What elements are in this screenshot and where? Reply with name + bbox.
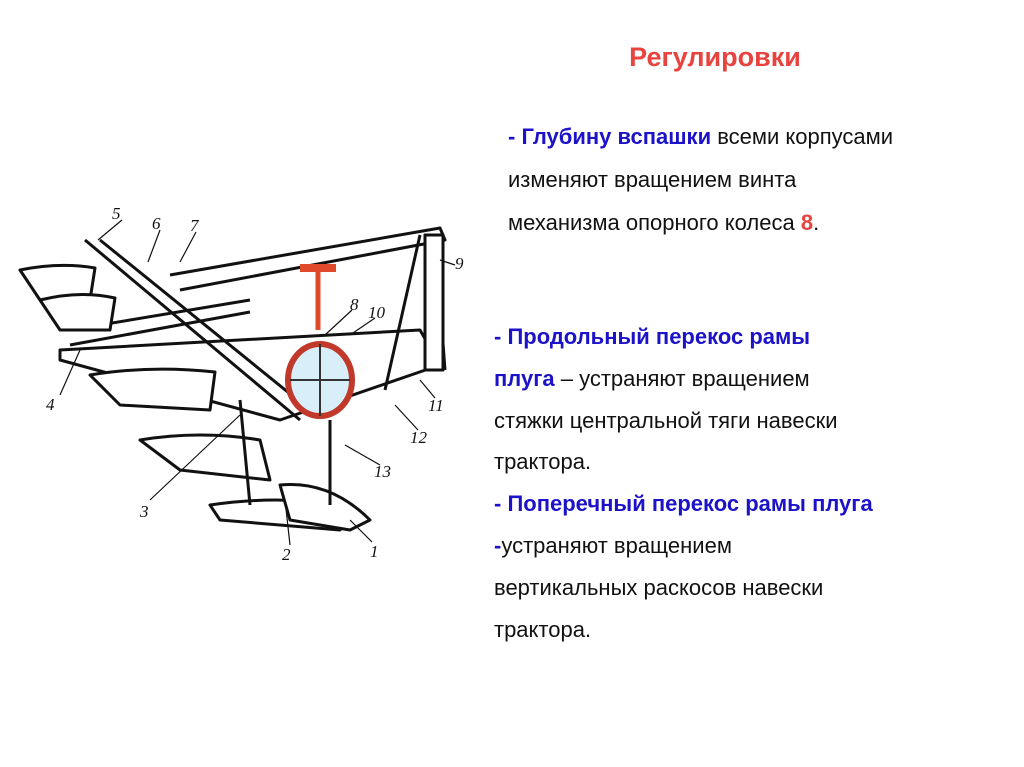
label-9: 9 (455, 254, 464, 273)
label-3: 3 (139, 502, 149, 521)
label-11: 11 (428, 396, 444, 415)
text: . (813, 210, 820, 235)
label-12: 12 (410, 428, 428, 447)
ref-number: 8 (800, 210, 814, 235)
part-labels: 1 2 3 4 5 6 7 8 9 10 11 12 13 (46, 204, 464, 564)
text: – устраняют вращением (554, 365, 810, 391)
label-6: 6 (152, 214, 161, 233)
text: механизма опорного колеса (508, 210, 801, 235)
text: устраняют вращением (501, 532, 732, 558)
text: стяжки центральной тяги навески (494, 407, 838, 433)
plow-frame (18, 226, 447, 532)
label-4: 4 (46, 395, 55, 414)
depth-lead: - Глубину вспашки (508, 124, 712, 149)
longitudinal-lead: - Продольный перекос рамы (494, 324, 811, 349)
transverse-lead: - Поперечный перекос рамы плуга (494, 491, 873, 517)
text: трактора. (494, 616, 592, 642)
label-10: 10 (368, 303, 386, 322)
text: изменяют вращением винта (508, 167, 797, 192)
leader-lines (59, 219, 456, 546)
dash: - (494, 532, 502, 558)
longitudinal-lead-cont: плуга (494, 365, 555, 391)
label-2: 2 (282, 545, 291, 564)
depth-adjustment-paragraph: - Глубину вспашки всеми корпусами изменя… (508, 115, 893, 244)
label-5: 5 (112, 204, 121, 223)
text: вертикальных раскосов навески (494, 574, 824, 600)
label-8: 8 (350, 295, 359, 314)
label-7: 7 (190, 216, 200, 235)
text: всеми корпусами (711, 124, 894, 149)
label-13: 13 (374, 462, 391, 481)
slide-title: Регулировки (629, 42, 801, 72)
skew-adjustment-paragraph: - Продольный перекос рамы плуга – устран… (494, 316, 873, 650)
text: трактора. (494, 449, 592, 475)
label-1: 1 (370, 542, 379, 561)
support-wheel (285, 264, 355, 419)
